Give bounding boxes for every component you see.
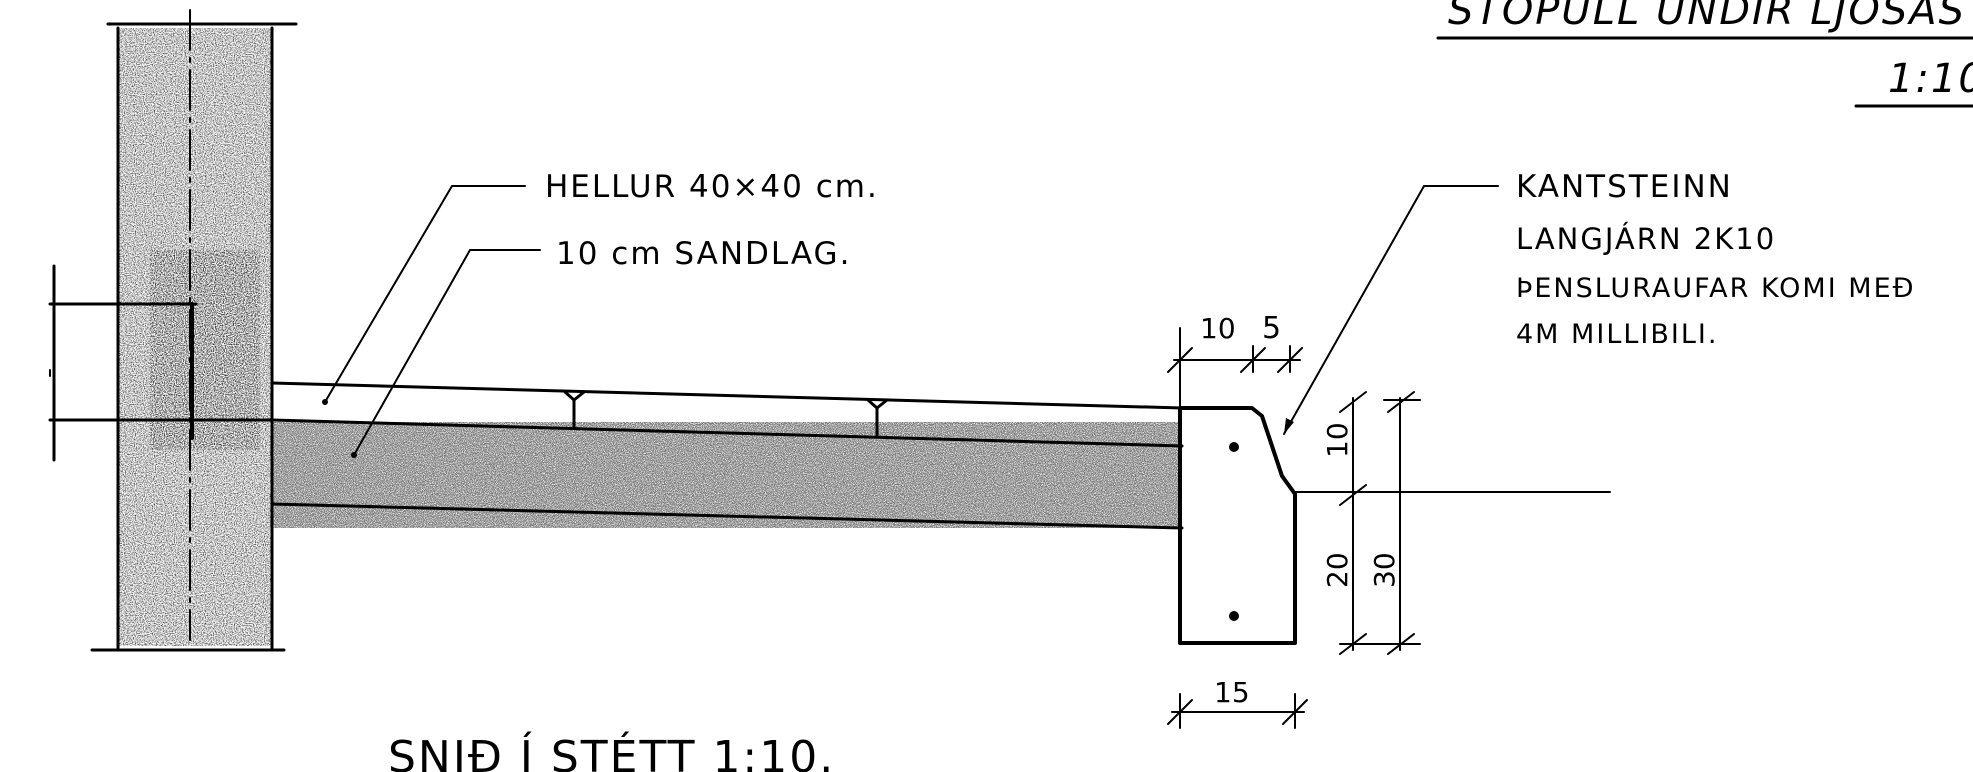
foundation-column bbox=[90, 9, 298, 652]
annotations: HELLUR 40×40 cm. 10 cm SANDLAG. KANTSTEI… bbox=[388, 169, 1916, 772]
paving-slabs bbox=[270, 381, 1184, 448]
column-core-shade bbox=[150, 250, 260, 450]
slab-top-line bbox=[270, 381, 1184, 410]
leader-lines bbox=[322, 185, 1499, 458]
label-kantsteinn: KANTSTEINN bbox=[1516, 169, 1733, 205]
drawing-title: STÓPULL UNDIR LJÓSASTAUR bbox=[1448, 0, 1973, 34]
leader-sandlag bbox=[353, 249, 541, 456]
dim-lower-height: 20 bbox=[1321, 552, 1354, 588]
section-title: SNIÐ Í STÉTT 1:10. bbox=[388, 730, 835, 772]
label-langjarn: LANGJÁRN 2K10 bbox=[1516, 222, 1776, 256]
leader-hellur bbox=[324, 185, 526, 403]
label-hellur: HELLUR 40×40 cm. bbox=[545, 169, 879, 205]
title-scale: 1:10. bbox=[1888, 56, 1973, 102]
label-thensluraufar: ÞENSLURAUFAR KOMI MEÐ bbox=[1516, 273, 1916, 304]
dimension-vertical: 10 20 30 bbox=[1321, 391, 1421, 655]
leader-kantsteinn-arrowhead bbox=[1284, 418, 1294, 434]
dimension-base: 15 bbox=[1167, 676, 1308, 729]
sand-layer bbox=[270, 422, 1184, 530]
dim-total-height: 30 bbox=[1368, 552, 1401, 588]
slab-bottom-line bbox=[270, 418, 1184, 448]
label-sandlag: 10 cm SANDLAG. bbox=[556, 236, 851, 272]
reinforcement-bar-top bbox=[1229, 442, 1239, 452]
dimension-top: 10 5 bbox=[1167, 311, 1303, 411]
leader-kantsteinn bbox=[1283, 185, 1499, 435]
dim-base-width: 15 bbox=[1214, 676, 1250, 709]
post-stub bbox=[48, 264, 274, 462]
slab-joint bbox=[866, 398, 889, 438]
dim-top-width: 10 bbox=[1200, 312, 1236, 345]
sand-bottom-line bbox=[270, 502, 1184, 530]
dim-top-offset: 5 bbox=[1262, 311, 1281, 346]
slab-joint bbox=[563, 390, 586, 430]
kerb-outline bbox=[1178, 406, 1297, 645]
sand-layer-stipple bbox=[272, 422, 1182, 528]
dim-upper-height: 10 bbox=[1321, 422, 1354, 458]
kerb-stone bbox=[1178, 406, 1611, 645]
reinforcement-bar-bottom bbox=[1229, 611, 1239, 621]
title-block: STÓPULL UNDIR LJÓSASTAUR 1:10. bbox=[1436, 0, 1973, 108]
label-millibili: 4M MILLIBILI. bbox=[1516, 319, 1718, 350]
